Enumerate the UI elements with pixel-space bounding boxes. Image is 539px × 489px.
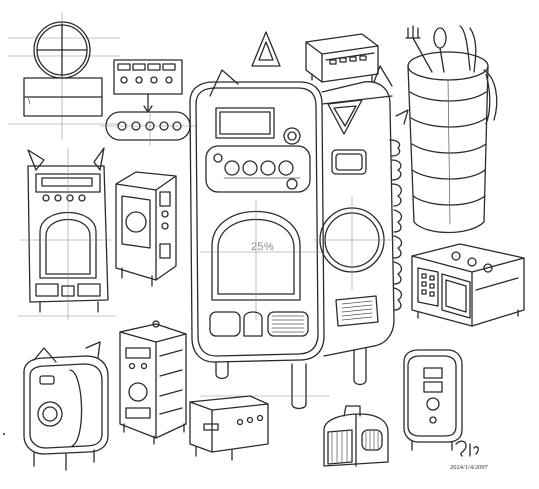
rounded-speaker-sketch [23,341,109,471]
utensil-holder-sketch [405,25,498,234]
retro-unit-sketch [115,171,177,287]
toaster-oven-sketch [411,243,525,327]
portable-radio-sketch [403,349,463,451]
control-panel-sketch [100,59,196,146]
drawer-box-sketch [189,395,269,461]
signature-date: 2024/1/4/2097 [450,464,488,471]
main-appliance-sketch [189,65,409,410]
pet-carrier-sketch [323,405,389,467]
circle-box-sketch [8,12,120,140]
small-box-sketch [305,33,379,83]
measurement-label: 25% [251,241,274,253]
shelf-cabinet-sketch [119,320,187,445]
artist-signature [3,433,479,457]
cat-ear-cabinet-sketch [18,147,116,320]
warning-triangle-icon [251,31,281,67]
